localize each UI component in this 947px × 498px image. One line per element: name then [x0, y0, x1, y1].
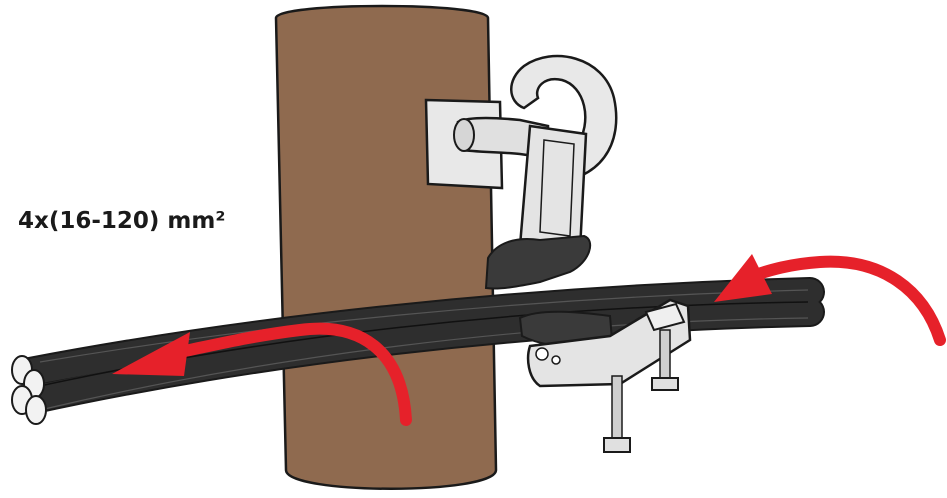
wooden-pole — [276, 6, 496, 489]
right-arrow-head — [714, 254, 772, 302]
cable-size-label: 4x(16-120) mm² — [18, 208, 225, 234]
